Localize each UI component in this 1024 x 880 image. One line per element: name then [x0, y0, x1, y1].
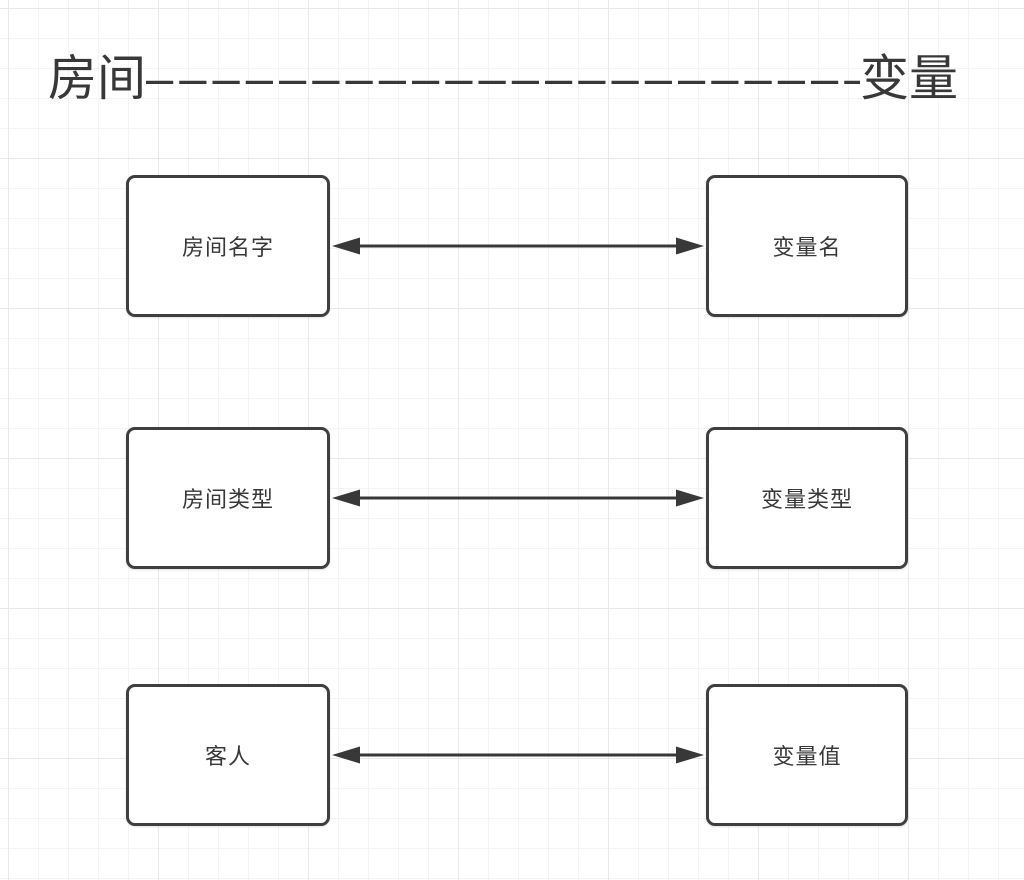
diagram-row-3: 客人 变量值	[0, 684, 1024, 826]
diagram-row-2: 房间类型 变量类型	[0, 427, 1024, 569]
title-left-label: 房间	[48, 52, 147, 106]
node-label: 客人	[204, 744, 251, 769]
double-arrow-icon	[332, 237, 704, 255]
double-arrow-icon	[332, 489, 704, 507]
node-room-type: 房间类型	[126, 427, 330, 569]
node-room-name: 房间名字	[126, 175, 330, 317]
diagram-row-1: 房间名字 变量名	[0, 175, 1024, 317]
node-guest: 客人	[126, 684, 330, 826]
double-arrow-connector	[330, 235, 706, 257]
node-label: 变量名	[772, 235, 842, 260]
diagram-title: 房间 –––––––––––––––––––––– 变量	[48, 46, 958, 112]
node-variable-value: 变量值	[706, 684, 908, 826]
double-arrow-connector	[330, 744, 706, 766]
title-dashes-separator: ––––––––––––––––––––––	[146, 52, 860, 106]
node-label: 房间类型	[181, 487, 274, 512]
node-label: 房间名字	[181, 235, 274, 260]
title-right-label: 变量	[859, 52, 958, 106]
node-label: 变量值	[772, 744, 842, 769]
node-variable-type: 变量类型	[706, 427, 908, 569]
double-arrow-icon	[332, 746, 704, 764]
node-label: 变量类型	[760, 487, 853, 512]
node-variable-name: 变量名	[706, 175, 908, 317]
double-arrow-connector	[330, 487, 706, 509]
